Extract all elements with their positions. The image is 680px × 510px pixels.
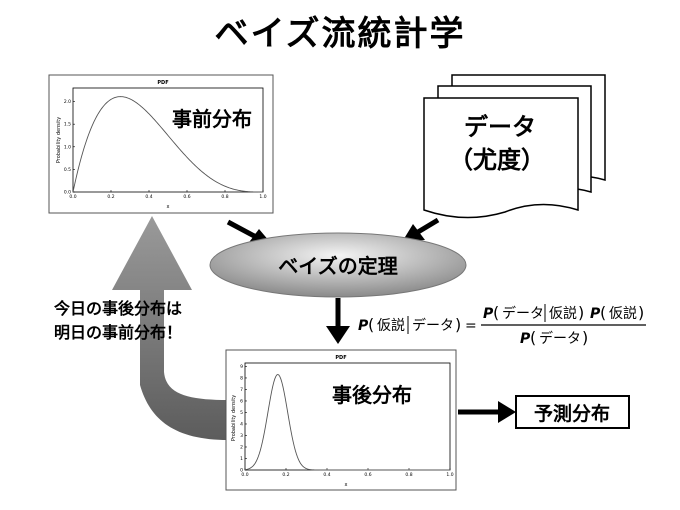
y-tick-label: 6 — [240, 398, 243, 404]
y-tick-label: 0 — [240, 468, 243, 474]
y-tick-label: 3 — [240, 433, 243, 439]
prior-plot-frame — [72, 87, 264, 193]
y-tick-label: 2.0 — [64, 99, 71, 105]
prediction-label: 予測分布 — [534, 402, 610, 425]
x-tick-label: 0.8 — [405, 472, 412, 478]
arrow-posterior-to-prediction — [458, 401, 516, 423]
svg-text:(: ( — [368, 315, 374, 334]
y-tick-label: 0.0 — [64, 190, 71, 196]
y-tick-label: 5 — [240, 410, 243, 416]
formula-num-arg1: データ — [502, 305, 544, 322]
prior-plot-title: PDF — [157, 80, 168, 86]
formula-equals: = — [465, 318, 477, 334]
x-tick-label: 1.0 — [446, 472, 453, 478]
bayes-theorem-node: ベイズの定理 — [209, 232, 467, 298]
prediction-box: 予測分布 — [515, 395, 630, 429]
formula-den-arg: データ — [539, 330, 581, 347]
x-tick-label: 0.8 — [221, 194, 228, 200]
x-tick-label: 0.4 — [323, 472, 330, 478]
svg-text:): ) — [455, 315, 461, 334]
svg-text:(: ( — [530, 328, 536, 347]
x-tick-label: 0.2 — [107, 194, 114, 200]
y-tick-label: 1.5 — [64, 122, 71, 128]
formula-num-p2: P — [590, 306, 601, 322]
formula-den-p: P — [520, 331, 531, 347]
y-tick-label: 7 — [240, 387, 243, 393]
posterior-plot-title: PDF — [335, 355, 346, 361]
formula-lhs-arg1: 仮説 — [377, 318, 405, 334]
posterior-label: 事後分布 — [332, 383, 412, 407]
formula-num-arg2: 仮説 — [549, 306, 577, 322]
feedback-arrow — [112, 216, 228, 440]
prior-xlabel: x — [167, 204, 170, 210]
x-tick-label: 0.0 — [241, 472, 248, 478]
formula-num-p1: P — [483, 306, 494, 322]
formula-lhs-p: P — [358, 318, 369, 334]
prior-label: 事前分布 — [172, 107, 252, 131]
feedback-text-line2: 明日の事前分布！ — [54, 323, 182, 342]
x-tick-label: 0.6 — [364, 472, 371, 478]
diagram-title: ベイズ流統計学 — [214, 14, 466, 54]
svg-text:): ) — [578, 303, 584, 322]
x-tick-label: 1.0 — [259, 194, 266, 200]
posterior-pdf-panel: PDF 0.0 0.2 0.4 0.6 0.8 1.0 0 1 2 3 4 5 6 7 8 9 Probabi… — [225, 349, 457, 491]
prior-ylabel: Probability density — [56, 117, 62, 163]
prior-pdf-panel: PDF 0.0 0.2 0.4 0.6 0.8 1.0 0.0 0.5 1.0 1.5 2.0 Pr… — [48, 74, 274, 214]
y-tick-label: 8 — [240, 375, 243, 381]
data-document-stack: データ （尤度） — [423, 74, 606, 219]
svg-text:): ) — [638, 303, 644, 322]
x-tick-label: 0.4 — [145, 194, 152, 200]
formula-lhs-arg2: データ — [412, 317, 454, 334]
feedback-text-line1: 今日の事後分布は — [53, 299, 182, 318]
bayes-formula: P ( 仮説 データ ) = P ( データ 仮説 ) P ( 仮説 ) P (… — [358, 303, 646, 347]
svg-text:): ) — [582, 328, 588, 347]
posterior-pdf-curve — [244, 374, 450, 471]
posterior-xlabel: x — [345, 482, 348, 488]
bayes-theorem-label: ベイズの定理 — [278, 254, 397, 278]
svg-text:(: ( — [493, 303, 499, 322]
x-tick-label: 0.2 — [282, 472, 289, 478]
posterior-plot-frame — [244, 362, 451, 471]
arrow-data-to-bayes — [402, 217, 440, 242]
data-label: データ — [464, 113, 536, 141]
formula-num-arg3: 仮説 — [609, 306, 637, 322]
y-tick-label: 1.0 — [64, 144, 71, 150]
arrow-bayes-to-posterior — [326, 298, 350, 344]
likelihood-label: （尤度） — [449, 146, 545, 174]
x-tick-label: 0.0 — [69, 194, 76, 200]
y-tick-label: 0.5 — [64, 167, 71, 173]
y-tick-label: 9 — [240, 364, 243, 370]
y-tick-label: 1 — [240, 456, 243, 462]
posterior-ylabel: Probability density — [231, 395, 237, 441]
prior-pdf-curve — [72, 96, 263, 193]
svg-text:(: ( — [600, 303, 606, 322]
x-tick-label: 0.6 — [183, 194, 190, 200]
y-tick-label: 4 — [240, 421, 243, 427]
y-tick-label: 2 — [240, 444, 243, 450]
